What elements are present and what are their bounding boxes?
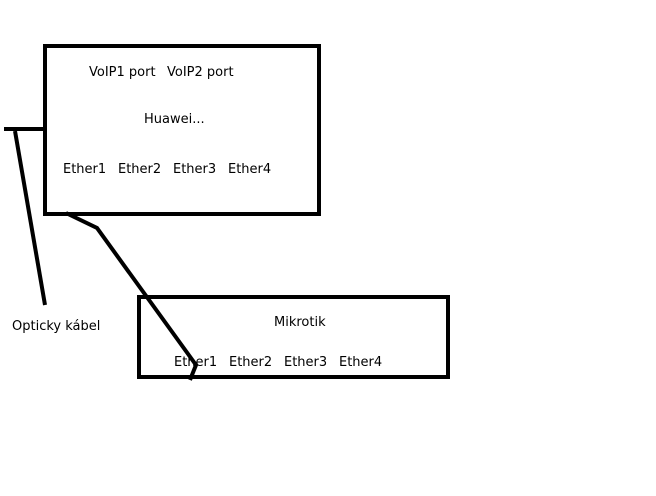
huawei-ether4-label: Ether4	[228, 162, 272, 177]
mikrotik-ether1-label: Ether1	[174, 355, 218, 370]
huawei-device-name: Huawei...	[144, 112, 205, 127]
mikrotik-ether2-label: Ether2	[229, 355, 273, 370]
mikrotik-ether3-label: Ether3	[284, 355, 328, 370]
huawei-voip2-port-label: VoIP2 port	[167, 65, 234, 80]
mikrotik-box	[137, 295, 450, 379]
huawei-voip1-port-label: VoIP1 port	[89, 65, 156, 80]
mikrotik-device-name: Mikrotik	[274, 315, 326, 330]
huawei-ether2-label: Ether2	[118, 162, 162, 177]
mikrotik-ether4-label: Ether4	[339, 355, 383, 370]
huawei-ether1-label: Ether1	[63, 162, 107, 177]
huawei-ether3-label: Ether3	[173, 162, 217, 177]
ethernet-link-line	[65, 211, 199, 381]
fiber-cable-label: Opticky kábel	[12, 319, 101, 334]
fiber-pointer-line	[13, 130, 47, 306]
